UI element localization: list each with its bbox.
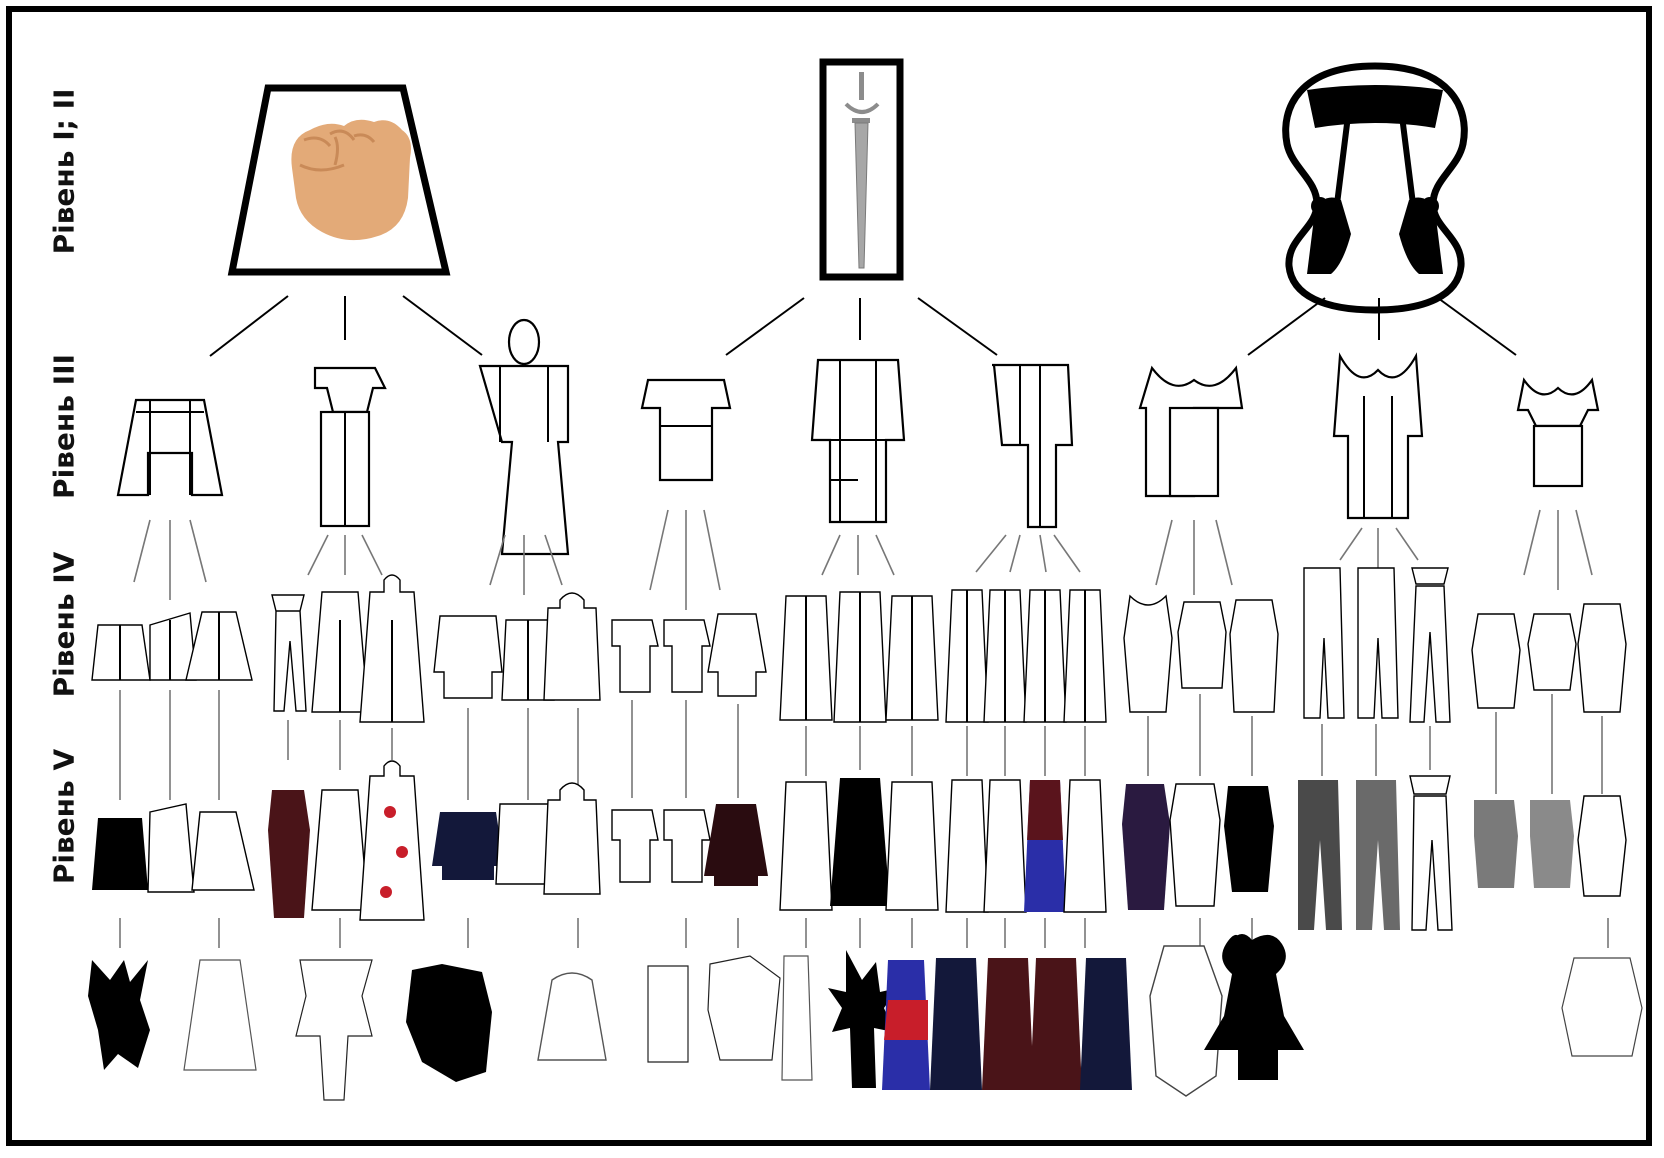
l4-garment [272, 595, 306, 711]
l3-off-shoulder-top [118, 400, 222, 495]
l5-garment [268, 790, 310, 918]
l4-garment [1472, 614, 1520, 708]
final-garment [708, 956, 780, 1060]
l5-garment [1170, 784, 1220, 906]
l4-garment [1178, 602, 1226, 688]
symbol-hourglass [1286, 66, 1465, 310]
l3-long-cutout-dress [1334, 356, 1422, 518]
l5-garment [432, 812, 504, 880]
final-garment [884, 1000, 928, 1040]
l3-layered-coat [812, 360, 904, 522]
l4-garment [1304, 568, 1344, 718]
final-garment [930, 958, 982, 1090]
l5-garment [1578, 796, 1626, 896]
l5-garment [830, 778, 890, 906]
l5-garment [984, 780, 1026, 912]
final-garments [88, 934, 1642, 1100]
l5-garment [704, 804, 768, 886]
l4-garment [1528, 614, 1576, 690]
l5-garment [192, 812, 254, 890]
l5-garment [1027, 780, 1063, 840]
l5-garment [946, 780, 988, 912]
fist-icon [291, 120, 411, 240]
symbol-sword [823, 62, 900, 277]
l4-garment [612, 620, 658, 692]
l4-garment [1358, 568, 1398, 718]
l3-crop-top-skirt [315, 368, 385, 526]
l4-garment [1410, 568, 1450, 722]
l5-garment [1410, 776, 1452, 930]
l5-garment [664, 810, 710, 882]
symbol-fist [232, 88, 446, 272]
l3-crop-cutout [1518, 380, 1598, 486]
final-garment [406, 964, 492, 1082]
l4-garment [708, 614, 766, 696]
l5-garment [1064, 780, 1106, 912]
l5-garment [92, 818, 148, 890]
final-garment [782, 956, 812, 1080]
l5-garment [1356, 780, 1400, 930]
l4-garment [1230, 600, 1278, 712]
l5-garment [1298, 780, 1342, 930]
l3-wrap-coat [992, 365, 1072, 527]
l4-garment [664, 620, 710, 692]
final-garment [982, 958, 1034, 1090]
level5-garments [92, 761, 1626, 930]
final-garment [648, 966, 688, 1062]
l5-garment [1224, 786, 1274, 892]
l4-garment [1578, 604, 1626, 712]
l3-cutout-dress [1140, 368, 1242, 496]
final-garment [1562, 958, 1642, 1056]
final-garment [1030, 958, 1082, 1090]
final-garment [1238, 1050, 1278, 1080]
l4-garment [434, 616, 502, 698]
l4-garment [544, 593, 600, 700]
level3-garments [118, 320, 1598, 554]
final-garment [184, 960, 256, 1070]
l5-garment [1122, 784, 1170, 910]
l5-garment [1530, 800, 1574, 888]
final-garment [1150, 946, 1222, 1096]
final-garment [88, 960, 150, 1070]
level4-garments [92, 568, 1626, 722]
l5-garment [886, 782, 938, 910]
l3-long-coat [480, 320, 568, 554]
l5-garment [612, 810, 658, 882]
l5-garment [312, 790, 368, 910]
l5-garment [544, 783, 600, 894]
final-garment [538, 973, 606, 1060]
l5-garment [360, 761, 424, 920]
final-garment [1080, 958, 1132, 1090]
final-garment [296, 960, 372, 1100]
l3-offshoulder-dress [642, 380, 730, 480]
l5-garment [1474, 800, 1518, 888]
l5-garment [780, 782, 832, 910]
l4-garment [1124, 596, 1172, 712]
l5-garment [148, 804, 194, 892]
